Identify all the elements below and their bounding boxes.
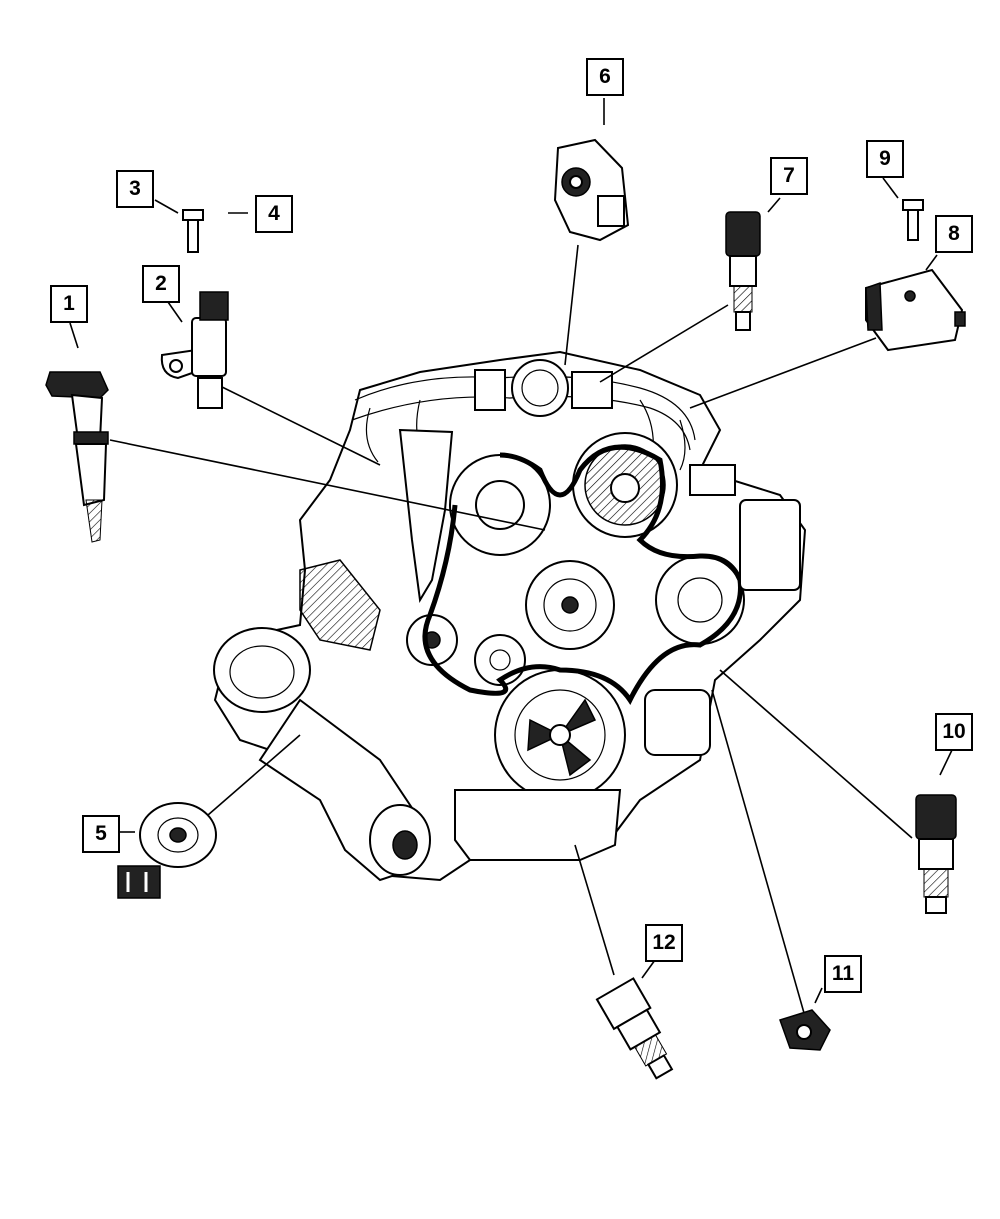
sender-10-thread (923, 868, 949, 898)
water-pump-hub-ring (543, 578, 597, 632)
callout-1: 1 (50, 285, 88, 323)
callout-5: 5 (82, 815, 120, 853)
callout-tick-9 (882, 177, 899, 199)
left-cylinder-bank (299, 559, 381, 651)
part-knock-sensor (117, 802, 217, 899)
leader-2 (217, 384, 381, 466)
air-intake-horn (398, 428, 454, 603)
callout-8: 8 (935, 215, 973, 253)
callout-tick-10 (939, 749, 953, 776)
leader-8 (689, 337, 877, 409)
oil-pan (454, 789, 622, 861)
engine-assembly (213, 350, 807, 882)
tps-connector (597, 195, 625, 227)
callout-tick-1 (69, 322, 79, 349)
camshaft-sensor-bolt-hole (169, 359, 183, 373)
callout-3: 3 (116, 170, 154, 208)
water-pump-hub (561, 596, 579, 614)
sender-10-connector (915, 794, 957, 840)
sender-7-thread (733, 285, 753, 313)
callout-tick-3 (154, 199, 179, 214)
part-camshaft-sensor (160, 291, 229, 409)
leader-5 (207, 734, 301, 816)
sender-10-tip (925, 896, 947, 914)
callout-9: 9 (866, 140, 904, 178)
bolt-9-shank (907, 209, 919, 241)
callout-tick-2 (167, 301, 183, 323)
part-throttle-position-sensor (553, 138, 630, 242)
knock-sensor-bore (169, 827, 187, 843)
serpentine-belt (422, 444, 743, 705)
callout-tick-11 (814, 987, 823, 1004)
camshaft-sensor-body (191, 317, 227, 377)
leader-7 (599, 304, 729, 383)
bolt-shank (187, 219, 199, 253)
bolt-head (182, 209, 204, 221)
part-map-sensor (865, 268, 966, 352)
throttle-body (511, 359, 569, 417)
ignition-coil-boot (74, 443, 108, 507)
part-oil-pressure-sensor (915, 794, 957, 914)
exhaust-outlet-bore (392, 830, 418, 860)
bolt-9-head (902, 199, 924, 211)
ignition-coil-connector (45, 371, 109, 399)
map-sensor-tab (954, 311, 966, 327)
leader-11 (711, 689, 807, 1021)
part-bolt-9 (902, 199, 924, 241)
callout-11: 11 (824, 955, 862, 993)
callout-12: 12 (645, 924, 683, 962)
part-ignition-coil (45, 371, 109, 543)
intake-plenum-fitting (571, 371, 613, 409)
callout-7: 7 (770, 157, 808, 195)
sender-7-connector (725, 211, 761, 257)
turbocharger-housing (213, 627, 311, 713)
sender-10-hex (918, 838, 954, 870)
crankshaft-bolt (549, 724, 571, 746)
map-sensor-side (865, 281, 883, 331)
power-steering-reservoir (739, 499, 801, 591)
ignition-coil-seal (73, 431, 109, 445)
knock-sensor-connector (117, 865, 161, 899)
part-bolt-3-4 (182, 209, 204, 253)
callout-6: 6 (586, 58, 624, 96)
power-steering-hub (677, 577, 723, 623)
camshaft-sensor-tip (197, 377, 223, 409)
oil-filter (644, 689, 711, 756)
camshaft-sensor-connector (199, 291, 229, 321)
part-pressure-switch (779, 1009, 831, 1051)
map-sensor-port (904, 290, 916, 302)
leader-lines (69, 98, 953, 1021)
leader-12 (574, 844, 615, 976)
map-sensor-body (865, 268, 964, 352)
leader-10 (719, 669, 913, 839)
ignition-coil-spring (85, 499, 103, 543)
part-oil-temperature-sensor (595, 977, 674, 1080)
tps-shaft (569, 175, 583, 189)
part-temperature-sender (725, 211, 761, 331)
sender-7-hex (729, 255, 757, 287)
callout-4: 4 (255, 195, 293, 233)
throttle-plate (521, 369, 559, 407)
callout-tick-7 (767, 197, 781, 213)
accessory-bracket (689, 464, 736, 496)
alternator-pulley (610, 473, 640, 503)
idler-pulley-hub (475, 480, 525, 530)
sender-12-tip (646, 1054, 674, 1080)
idler-pulley-small-hub (489, 649, 511, 671)
throttle-actuator (474, 369, 506, 411)
leader-6 (564, 244, 579, 366)
leader-1 (109, 439, 546, 531)
sender-7-tip (735, 311, 751, 331)
crankshaft-damper-ring (514, 689, 606, 781)
callout-tick-8 (925, 254, 938, 271)
callout-tick-12 (641, 959, 656, 979)
callout-2: 2 (142, 265, 180, 303)
switch-11-port (796, 1024, 812, 1040)
turbocharger-inlet (229, 645, 295, 699)
knock-sensor-ring (157, 817, 199, 853)
callout-10: 10 (935, 713, 973, 751)
